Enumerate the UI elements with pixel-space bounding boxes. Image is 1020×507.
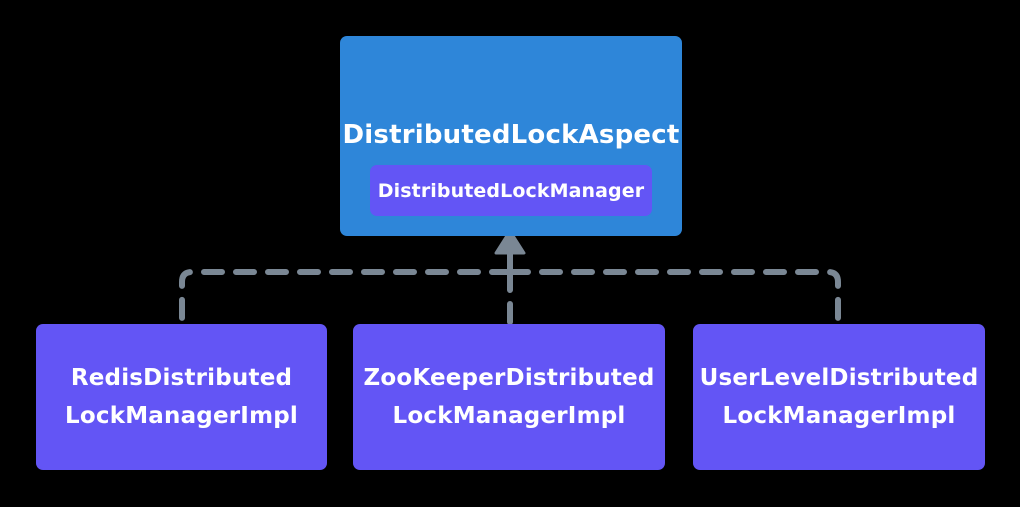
redis-impl-label: RedisDistributed LockManagerImpl [65, 365, 298, 429]
aspect-badge-distributed-lock-manager[interactable]: DistributedLockManager [370, 165, 652, 216]
zookeeper-impl-label: ZooKeeperDistributed LockManagerImpl [363, 365, 655, 429]
aspect-node[interactable]: DistributedLockAspect DistributedLockMan… [340, 36, 682, 236]
zookeeper-impl-node[interactable]: ZooKeeperDistributed LockManagerImpl [353, 324, 665, 470]
aspect-title: DistributedLockAspect [342, 120, 680, 150]
userlevel-impl-node[interactable]: UserLevelDistributed LockManagerImpl [693, 324, 985, 470]
redis-impl-node[interactable]: RedisDistributed LockManagerImpl [36, 324, 327, 470]
userlevel-impl-label: UserLevelDistributed LockManagerImpl [699, 365, 979, 429]
connector-userlevel [507, 269, 841, 327]
connector-redis [179, 269, 513, 327]
